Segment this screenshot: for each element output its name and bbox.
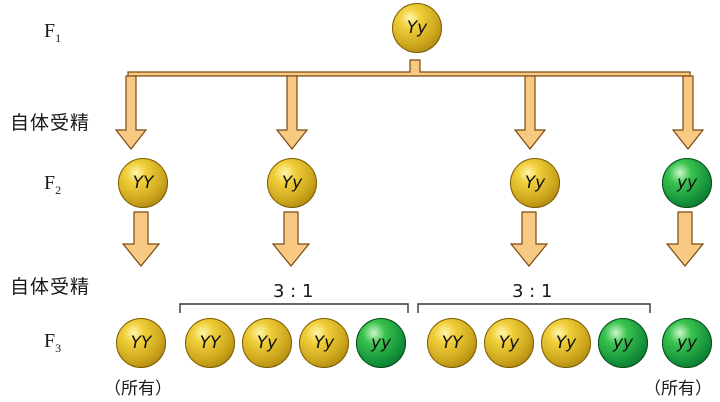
f2-ball-3: Yy — [510, 158, 560, 208]
f3-ball-right: yy — [662, 318, 712, 368]
arrow-to-f3-2 — [271, 211, 311, 267]
ratio-label-left: 3 : 1 — [273, 281, 314, 302]
arrow-to-f2-1 — [114, 75, 148, 150]
ratio-label-right: 3 : 1 — [512, 281, 553, 302]
selfing-label-2: 自体受精 — [10, 276, 91, 298]
arrow-to-f3-1 — [121, 211, 161, 267]
f3-ball-a1: YY — [185, 318, 235, 368]
arrow-to-f3-4 — [665, 211, 705, 267]
arrow-to-f2-3 — [513, 75, 547, 150]
f2-ball-4: yy — [662, 158, 712, 208]
arrow-to-f2-4 — [671, 75, 705, 150]
f3-ball-left: YY — [116, 318, 166, 368]
generation-label-f1: F1 — [44, 20, 62, 45]
f3-ball-a4: yy — [356, 318, 406, 368]
f3-ball-a3: Yy — [299, 318, 349, 368]
distribution-bracket — [127, 59, 691, 78]
all-note-right: （所有） — [644, 379, 712, 399]
f3-ball-b4: yy — [598, 318, 648, 368]
selfing-label-1: 自体受精 — [10, 112, 91, 134]
ratio-bracket-left — [179, 303, 409, 313]
arrow-to-f2-2 — [275, 75, 309, 150]
f2-ball-1: YY — [118, 158, 168, 208]
f3-ball-b3: Yy — [541, 318, 591, 368]
f3-ball-a2: Yy — [242, 318, 292, 368]
generation-label-f2: F2 — [44, 172, 62, 197]
ratio-bracket-right — [417, 303, 651, 313]
f2-ball-2: Yy — [267, 158, 317, 208]
generation-label-f3: F3 — [44, 330, 62, 355]
f3-ball-b1: YY — [427, 318, 477, 368]
all-note-left: （所有） — [104, 379, 172, 399]
f1-ball: Yy — [392, 3, 442, 53]
arrow-to-f3-3 — [509, 211, 549, 267]
f3-ball-b2: Yy — [484, 318, 534, 368]
